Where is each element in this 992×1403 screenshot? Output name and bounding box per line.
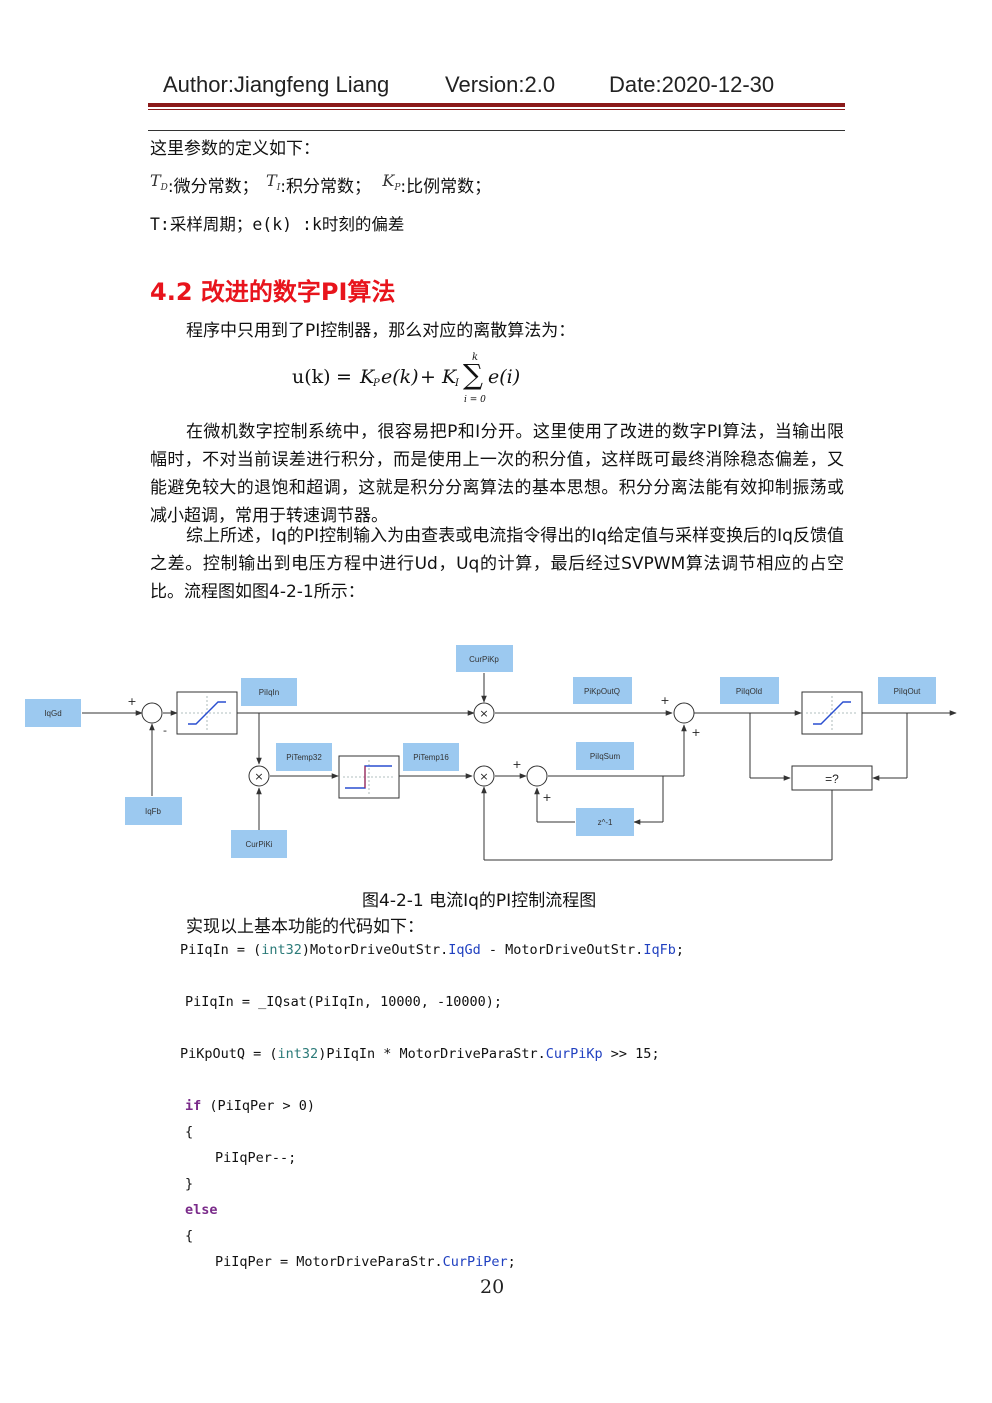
pitemp32-label: PiTemp32	[286, 753, 322, 762]
piiqold-label: PiIqOld	[736, 687, 762, 696]
plus-sign-1: +	[127, 695, 136, 708]
pikpoutq-label: PiKpOutQ	[584, 687, 620, 696]
figure-caption: 图4-2-1 电流Iq的PI控制流程图	[362, 891, 597, 911]
piiqin-label: PiIqIn	[259, 688, 279, 697]
formula-ki: K	[442, 366, 457, 388]
piiqsum-label: PiIqSum	[590, 752, 621, 761]
minus-sign-1: -	[163, 724, 167, 737]
times-sign-2: ×	[254, 770, 263, 783]
plus-sign-3: +	[691, 726, 700, 739]
page-header: Author:Jiangfeng Liang Version:2.0 Date:…	[163, 72, 803, 102]
sum-junction-1	[141, 702, 163, 724]
plus-sign-5: +	[542, 791, 551, 804]
kp-symbol: K	[382, 171, 395, 190]
ti-subscript: I	[276, 183, 281, 193]
pi-control-flow-diagram: × × × + - + + + + =?	[25, 645, 957, 861]
formula-ei: e(i)	[488, 366, 521, 388]
pikpoutq-box	[573, 677, 632, 704]
curpiki-box	[231, 830, 287, 858]
sigma-icon: ∑	[463, 358, 483, 391]
code-line-1: PiIqIn = (int32)MotorDriveOutStr.IqGd - …	[180, 942, 684, 958]
piiqout-label: PiIqOut	[894, 687, 921, 696]
header-version: Version:2.0	[445, 72, 556, 97]
multiply-junction-3	[473, 765, 495, 787]
compare-block: =?	[791, 765, 873, 791]
param-line-3: T:采样周期；e(k) :k时刻的偏差	[150, 215, 405, 234]
piiqin-box	[241, 678, 297, 706]
code-intro: 实现以上基本功能的代码如下：	[186, 917, 424, 937]
multiply-junction-1	[473, 702, 495, 724]
z-inverse-box	[576, 808, 634, 836]
ti-description: :积分常数；	[280, 177, 371, 197]
td-description: :微分常数；	[167, 177, 259, 197]
sum-junction-3	[526, 765, 548, 787]
saturation-block-2	[801, 691, 863, 735]
paragraph-2: 综上所述，Iq的PI控制输入为由查表或电流指令得出的Iq给定值与采样变换后的Iq…	[150, 526, 844, 602]
multiply-junction-2	[248, 765, 270, 787]
code-line-9: {	[185, 1228, 194, 1244]
pi-formula: u(k) = K P e(k) + K I k ∑ i = 0 e(i)	[292, 352, 552, 408]
compare-label: =?	[825, 772, 839, 786]
curpikp-box	[456, 645, 513, 672]
kp-subscript: P	[394, 183, 401, 193]
formula-equals: =	[336, 366, 352, 388]
piiqold-box	[720, 677, 779, 704]
iqgd-label: IqGd	[44, 709, 61, 718]
formula-lhs: u(k)	[292, 366, 331, 388]
pitemp16-label: PiTemp16	[413, 753, 449, 762]
iqgd-box	[25, 699, 81, 727]
header-rule-thick	[148, 103, 845, 107]
pitemp16-box	[403, 743, 459, 771]
paragraph-1: 在微机数字控制系统中，很容易把P和I分开。这里使用了改进的数字PI算法，当输出限…	[150, 422, 844, 526]
plus-sign-2: +	[660, 694, 669, 707]
td-symbol: T	[150, 171, 161, 190]
code-line-4: if (PiIqPer > 0)	[185, 1098, 316, 1114]
saturation-block-1	[176, 691, 238, 735]
header-divider	[148, 130, 845, 131]
times-sign-1: ×	[479, 707, 488, 720]
sum-junction-2	[673, 702, 695, 724]
param-intro: 这里参数的定义如下：	[150, 139, 320, 159]
code-line-6: PiIqPer--;	[215, 1150, 297, 1166]
header-author: Author:Jiangfeng Liang	[163, 72, 390, 97]
code-line-7: }	[185, 1176, 194, 1192]
formula-kp: K	[360, 366, 375, 388]
intro-line: 程序中只用到了PI控制器，那么对应的离散算法为：	[186, 321, 576, 341]
z-inverse-label: z^-1	[598, 818, 613, 827]
kp-description: :比例常数；	[400, 177, 492, 197]
conversion-block	[338, 755, 400, 799]
code-line-3: PiKpOutQ = (int32)PiIqIn * MotorDrivePar…	[180, 1046, 660, 1062]
page-number: 20	[480, 1276, 505, 1298]
param-line: TD:微分常数； TI:积分常数； KP:比例常数；	[150, 171, 492, 202]
pitemp32-box	[276, 743, 332, 771]
piiqsum-box	[576, 742, 634, 770]
section-heading: 4.2 改进的数字PI算法	[150, 278, 396, 306]
iqfb-box	[125, 797, 182, 825]
formula-ki-sub: I	[455, 378, 459, 389]
td-subscript: D	[160, 183, 168, 193]
curpikp-label: CurPiKp	[469, 655, 499, 664]
formula-plus: +	[420, 366, 436, 388]
code-line-5: {	[185, 1124, 194, 1140]
times-sign-3: ×	[479, 770, 488, 783]
header-date: Date:2020-12-30	[609, 72, 775, 97]
formula-sum-top: k	[472, 352, 479, 363]
code-line-8: else	[185, 1202, 218, 1218]
piiqout-box	[878, 677, 936, 704]
ti-symbol: T	[266, 171, 277, 190]
formula-sum-bottom: i = 0	[464, 395, 486, 405]
iqfb-label: IqFb	[145, 807, 162, 816]
formula-kp-sub: P	[373, 378, 380, 389]
curpiki-label: CurPiKi	[245, 840, 272, 849]
code-line-10: PiIqPer = MotorDriveParaStr.CurPiPer;	[215, 1254, 516, 1270]
code-line-2: PiIqIn = _IQsat(PiIqIn, 10000, -10000);	[185, 994, 502, 1010]
header-rule-thin	[148, 109, 845, 110]
plus-sign-4: +	[512, 758, 521, 771]
formula-ek: e(k)	[381, 366, 419, 388]
